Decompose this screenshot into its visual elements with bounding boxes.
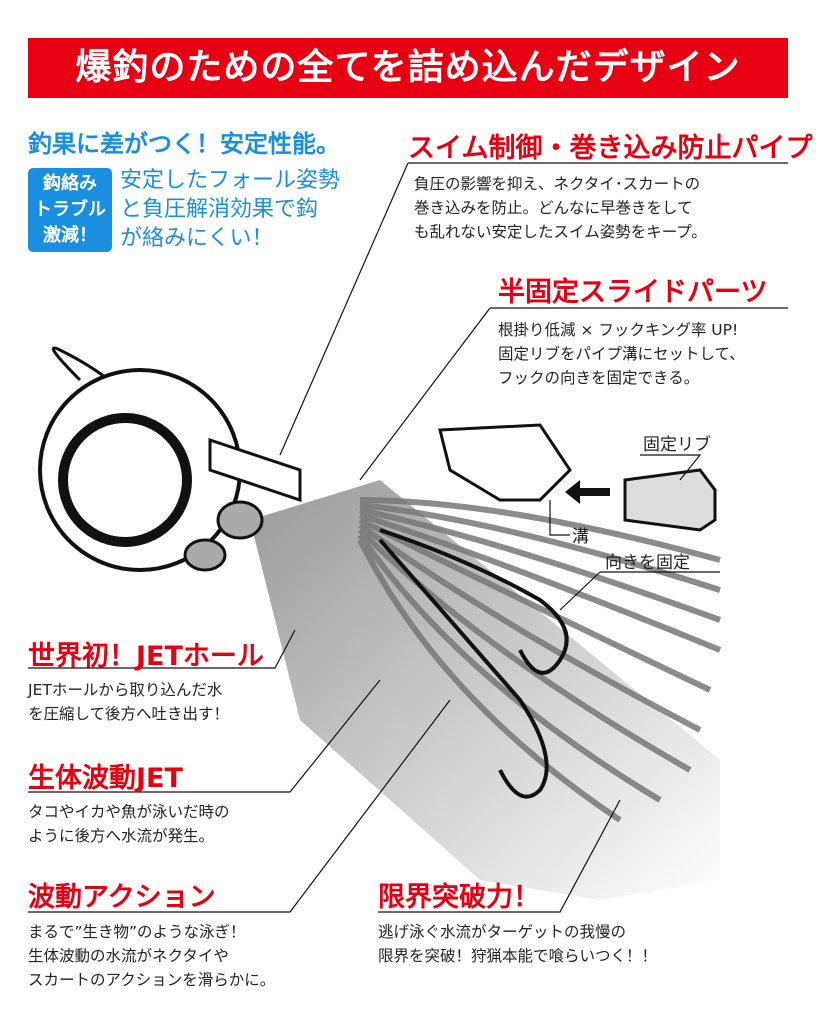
- text-line: スカートのアクションを滑らかに。: [28, 971, 276, 989]
- text-line: JETホールから取り込んだ水: [28, 681, 223, 699]
- text-line: 負圧の影響を抑え、ネクタイ･スカートの: [414, 175, 701, 193]
- groove-label: 溝: [572, 527, 589, 547]
- pipe: [208, 437, 302, 503]
- badge-line: 鈎絡み: [43, 173, 97, 194]
- text-line: まるで”生き物”のような泳ぎ！: [28, 923, 246, 941]
- pipe-heading: スイム制御・巻き込み防止パイプ: [408, 133, 813, 164]
- wave-action-heading: 波動アクション: [28, 882, 216, 913]
- tangle-badge: 鈎絡み トラブル 激減！: [28, 168, 112, 252]
- limit-heading: 限界突破力！: [378, 882, 540, 913]
- text-line: 根掛り低減 × フックキング率 UP!: [498, 321, 739, 339]
- stability-text: 安定したフォール姿勢 と負圧解消効果で鈎 が絡みにくい！: [120, 166, 340, 253]
- callout-lines: [28, 162, 788, 913]
- text-line: が絡みにくい！: [120, 226, 274, 251]
- badge-line: 激減！: [43, 225, 97, 246]
- hook-1: [379, 528, 569, 675]
- text-line: 生体波動の水流がネクタイや: [28, 947, 229, 965]
- limit-text: 逃げ泳ぐ水流がターゲットの我慢の 限界を突破！狩猟本能で喰らいつく！！: [378, 920, 657, 968]
- skirt-strands: [357, 497, 722, 823]
- wave-action-text: まるで”生き物”のような泳ぎ！ 生体波動の水流がネクタイや スカートのアクション…: [28, 920, 275, 992]
- bio-jet-heading: 生体波動JET: [28, 763, 183, 794]
- hook-2: [378, 538, 549, 799]
- fixed-rib-part: [623, 468, 717, 532]
- jet-hole-heading: 世界初！JETホール: [28, 641, 264, 672]
- water-wake: [250, 480, 720, 900]
- text-line: 巻き込みを防止。どんなに早巻きをして: [414, 199, 693, 217]
- text-line: タコやイカや魚が泳いだ時の: [28, 803, 230, 821]
- text-line: 固定リブをパイプ溝にセットして、: [498, 345, 745, 363]
- text-line: 安定したフォール姿勢: [120, 168, 341, 193]
- jet-hole-text: JETホールから取り込んだ水 を圧縮して後方へ吐き出す！: [28, 678, 229, 726]
- bio-jet-text: タコやイカや魚が泳いだ時の ように後方へ水流が発生。: [28, 800, 230, 848]
- text-line: と負圧解消効果で鈎: [120, 197, 319, 222]
- slide-heading: 半固定スライドパーツ: [498, 277, 768, 308]
- slide-text: 根掛り低減 × フックキング率 UP! 固定リブをパイプ溝にセットして、 フック…: [498, 318, 745, 390]
- fixed-rib-label: 固定リブ: [643, 435, 711, 455]
- lure-eye: [58, 413, 192, 547]
- text-line: も乱れない安定したスイム姿勢をキープ。: [414, 223, 707, 241]
- direction-fixed-label: 向きを固定: [605, 553, 690, 573]
- slide-part-detail: [438, 423, 572, 502]
- text-line: フックの向きを固定できる。: [498, 369, 700, 387]
- title-banner: 爆釣のための全てを詰め込んだデザイン: [28, 38, 788, 98]
- stability-heading: 釣果に差がつく！安定性能。: [28, 130, 340, 158]
- pipe-text: 負圧の影響を抑え、ネクタイ･スカートの 巻き込みを防止。どんなに早巻きをして も…: [414, 172, 707, 244]
- badge-line: トラブル: [34, 199, 106, 220]
- text-line: ように後方へ水流が発生。: [28, 827, 215, 845]
- text-line: を圧縮して後方へ吐き出す！: [28, 705, 230, 723]
- arrow-icon: [565, 480, 610, 504]
- text-line: 逃げ泳ぐ水流がターゲットの我慢の: [378, 923, 627, 941]
- text-line: 限界を突破！狩猟本能で喰らいつく！！: [378, 947, 658, 965]
- jet-hole: [216, 500, 264, 540]
